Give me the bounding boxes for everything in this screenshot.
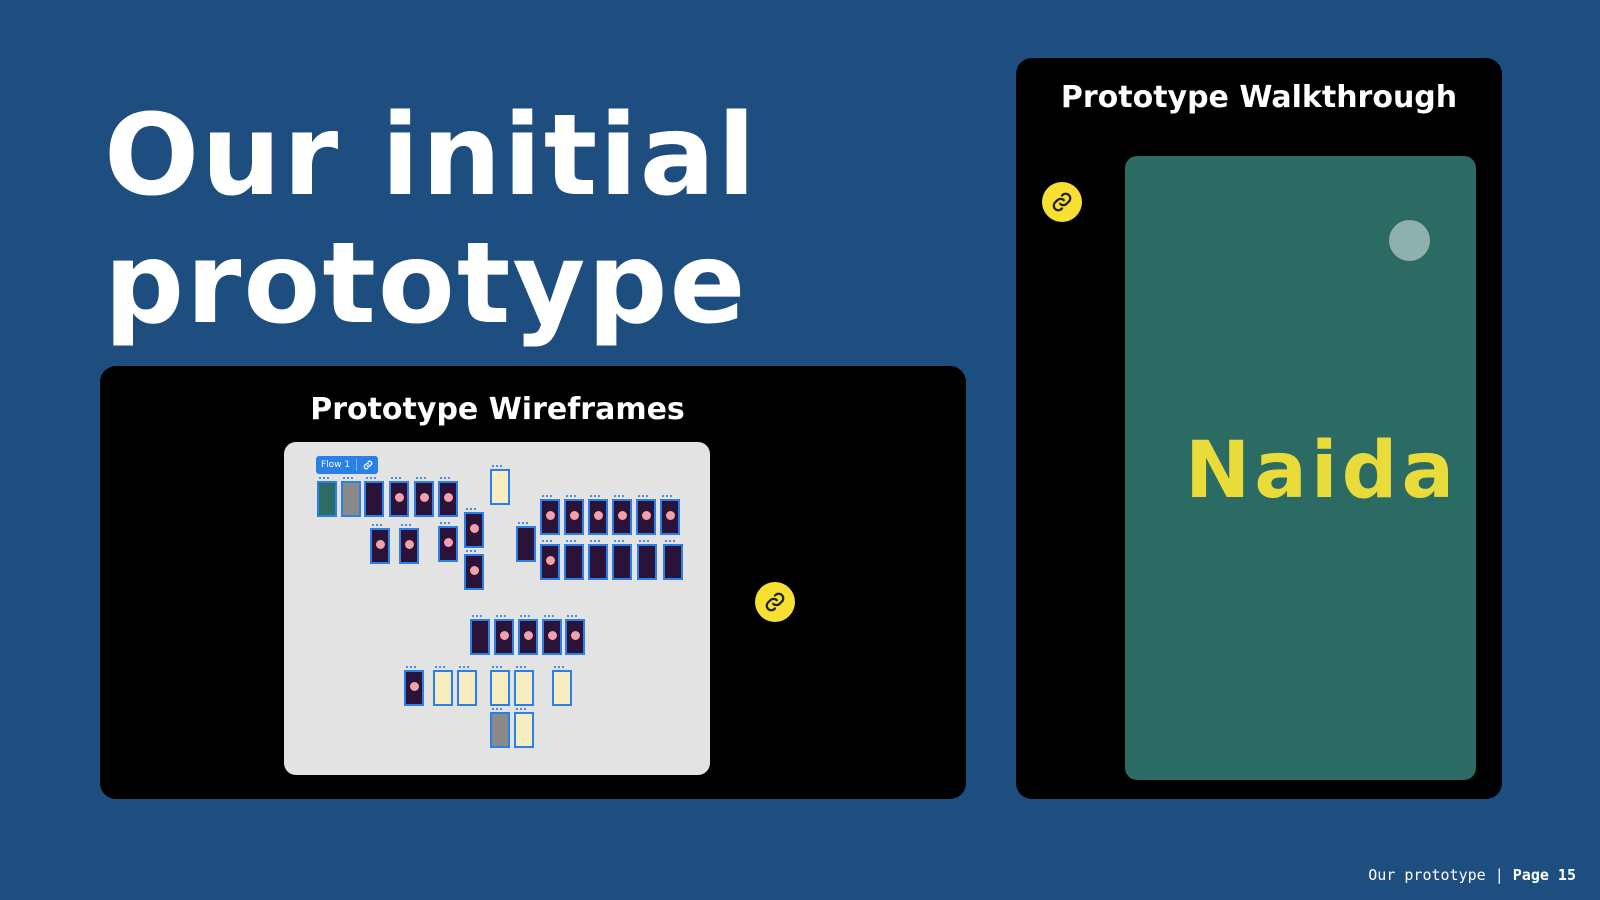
character-face <box>405 540 414 549</box>
wireframe-screen-thumbnail[interactable] <box>494 615 514 655</box>
wireframe-screen-thumbnail[interactable] <box>565 615 585 655</box>
wireframe-screen-thumbnail[interactable] <box>660 495 680 535</box>
character-face <box>548 631 557 640</box>
wireframe-screen-thumbnail[interactable] <box>663 540 683 580</box>
wireframe-screen-thumbnail[interactable] <box>540 495 560 535</box>
wireframe-screen-thumbnail[interactable] <box>518 615 538 655</box>
footer-section: Our prototype <box>1368 866 1486 884</box>
wireframe-screen-thumbnail[interactable] <box>414 477 434 517</box>
wireframe-screen-thumbnail[interactable] <box>433 666 453 706</box>
character-face <box>376 540 385 549</box>
character-face <box>395 493 404 502</box>
character-face <box>594 511 603 520</box>
footer: Our prototype | Page 15 <box>1368 866 1576 884</box>
divider <box>356 459 358 471</box>
character-face <box>444 538 453 547</box>
character-face <box>546 556 555 565</box>
wireframe-screen-thumbnail[interactable] <box>514 708 534 748</box>
wireframe-screen-thumbnail[interactable] <box>404 666 424 706</box>
page-number: Page 15 <box>1512 866 1576 884</box>
wireframe-screen-thumbnail[interactable] <box>516 522 536 562</box>
wireframe-screen-thumbnail[interactable] <box>490 708 510 748</box>
flow-1-badge[interactable]: Flow 1 <box>316 456 379 474</box>
wireframe-screen-thumbnail[interactable] <box>612 495 632 535</box>
wireframe-screen-thumbnail[interactable] <box>540 540 560 580</box>
wireframe-screen-thumbnail[interactable] <box>389 477 409 517</box>
character-face <box>500 631 509 640</box>
wireframe-screen-thumbnail[interactable] <box>399 524 419 564</box>
link-icon <box>1052 192 1072 212</box>
prototype-video-frame[interactable]: Naida <box>1125 156 1476 780</box>
wireframe-screen-thumbnail[interactable] <box>464 508 484 548</box>
link-icon <box>765 592 785 612</box>
wireframe-screen-thumbnail[interactable] <box>490 666 510 706</box>
wireframe-screen-thumbnail[interactable] <box>637 540 657 580</box>
wireframe-screen-thumbnail[interactable] <box>470 615 490 655</box>
touch-indicator <box>1389 220 1430 261</box>
wireframe-screen-thumbnail[interactable] <box>370 524 390 564</box>
title-line-2: prototype <box>104 219 748 349</box>
character-face <box>546 511 555 520</box>
wireframes-panel: Prototype Wireframes Flow 1 <box>100 366 966 799</box>
walkthrough-panel: Prototype Walkthrough Naida <box>1016 58 1502 799</box>
walkthrough-link-button[interactable] <box>1042 182 1082 222</box>
title-line-1: Our initial <box>104 91 758 221</box>
wireframe-screen-thumbnail[interactable] <box>514 666 534 706</box>
character-face <box>420 493 429 502</box>
wireframe-screen-thumbnail[interactable] <box>457 666 477 706</box>
link-icon <box>363 460 373 470</box>
character-face <box>642 511 651 520</box>
walkthrough-title: Prototype Walkthrough <box>1060 80 1458 115</box>
footer-separator: | <box>1494 866 1504 884</box>
naida-logo: Naida <box>1185 426 1459 516</box>
wireframes-title: Prototype Wireframes <box>310 392 685 427</box>
character-face <box>618 511 627 520</box>
character-face <box>666 511 675 520</box>
wireframe-screen-thumbnail[interactable] <box>438 522 458 562</box>
character-face <box>571 631 580 640</box>
wireframe-screen-thumbnail[interactable] <box>588 495 608 535</box>
character-face <box>470 524 479 533</box>
wireframes-canvas[interactable]: Flow 1 <box>284 442 710 775</box>
character-face <box>524 631 533 640</box>
wireframe-screen-thumbnail[interactable] <box>564 495 584 535</box>
wireframe-screen-thumbnail[interactable] <box>317 477 337 517</box>
flow-label: Flow 1 <box>321 460 351 470</box>
wireframe-screen-thumbnail[interactable] <box>564 540 584 580</box>
wireframe-screen-thumbnail[interactable] <box>588 540 608 580</box>
character-face <box>570 511 579 520</box>
wireframe-screen-thumbnail[interactable] <box>364 477 384 517</box>
character-face <box>470 566 479 575</box>
wireframe-screen-thumbnail[interactable] <box>341 477 361 517</box>
character-face <box>410 682 419 691</box>
wireframe-screen-thumbnail[interactable] <box>490 465 510 505</box>
wireframe-screen-thumbnail[interactable] <box>612 540 632 580</box>
wireframe-screen-thumbnail[interactable] <box>636 495 656 535</box>
wireframe-screen-thumbnail[interactable] <box>464 550 484 590</box>
wireframe-screen-thumbnail[interactable] <box>438 477 458 517</box>
wireframe-screen-thumbnail[interactable] <box>542 615 562 655</box>
wireframes-link-button[interactable] <box>755 582 795 622</box>
wireframe-screen-thumbnail[interactable] <box>552 666 572 706</box>
character-face <box>444 493 453 502</box>
